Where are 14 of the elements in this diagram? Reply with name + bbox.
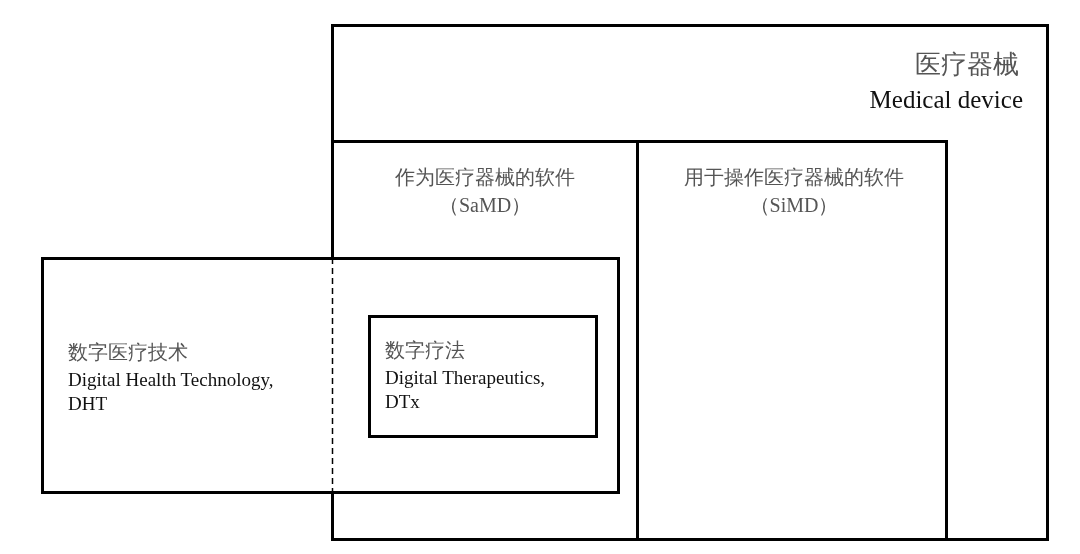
category-box xyxy=(41,257,620,494)
category-box xyxy=(331,24,1049,541)
category-subtitle: Medical device xyxy=(868,85,1023,115)
category-title: 数字医疗技术 xyxy=(68,340,189,365)
category-box xyxy=(636,140,948,541)
category-subtitle: Digital Health Technology, DHT xyxy=(68,368,275,416)
category-subtitle: （SaMD） xyxy=(437,193,533,218)
category-box xyxy=(368,315,598,438)
category-title: 数字疗法 xyxy=(385,338,466,363)
category-title: 用于操作医疗器械的软件 xyxy=(683,165,905,190)
category-title: 医疗器械 xyxy=(914,49,1019,81)
category-subtitle: （SiMD） xyxy=(748,193,840,218)
category-title: 作为医疗器械的软件 xyxy=(394,165,576,190)
category-subtitle: Digital Therapeutics, DTx xyxy=(385,366,547,414)
